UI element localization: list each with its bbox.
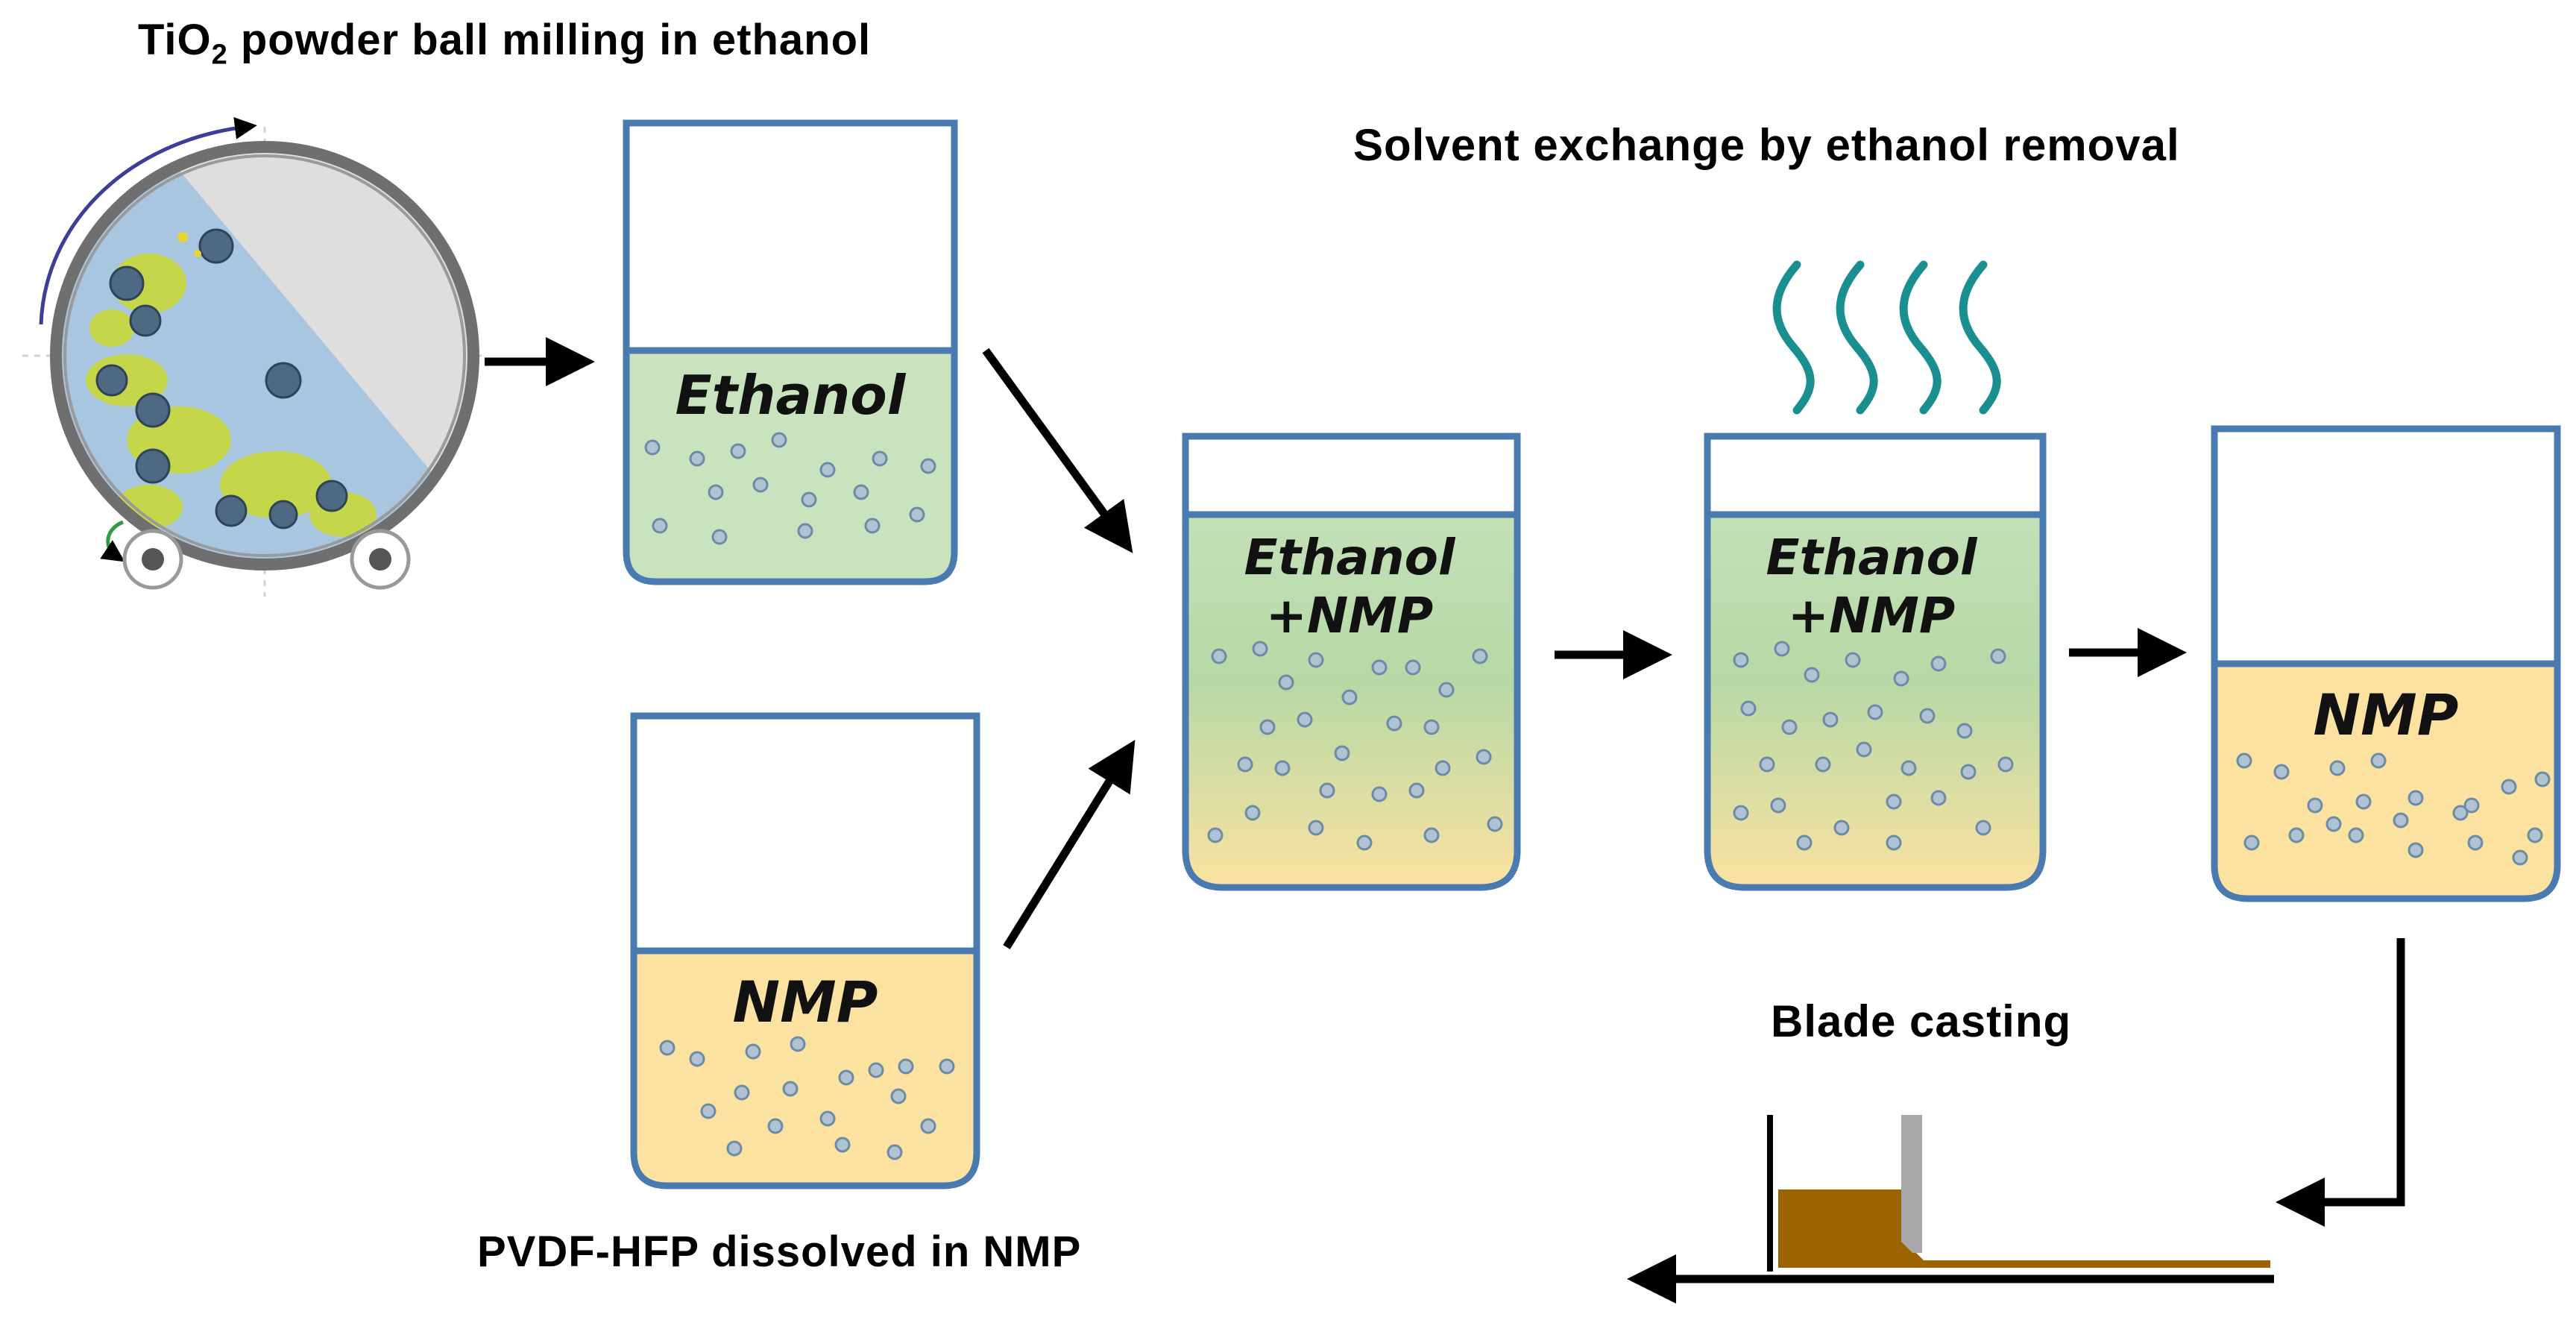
beaker-nmp-final: NMP — [2211, 425, 2561, 902]
nmp-label: NMP — [733, 969, 878, 1035]
casting-blade — [1901, 1115, 1922, 1253]
vapor-waves — [1772, 260, 2001, 415]
evap-label-line2: +NMP — [1788, 587, 1956, 644]
cast-film — [1905, 1242, 2270, 1268]
caption-tio-text: TiO — [138, 16, 212, 64]
arrow-nmp-to-mix — [1003, 739, 1136, 949]
nmp-final-label: NMP — [2314, 682, 2459, 748]
mix-label-line1: Ethanol — [1244, 529, 1455, 586]
arrow-ethanol-to-mix — [982, 348, 1133, 553]
casting-wall — [1767, 1115, 1773, 1272]
cast-slurry — [1778, 1189, 1905, 1268]
arrow-nmp-to-casting — [2276, 938, 2405, 1227]
solvent-exchange-caption: Solvent exchange by ethanol removal — [1353, 120, 2180, 170]
caption-subscript: 2 — [211, 39, 228, 71]
ball-mill — [22, 116, 485, 597]
beaker-mix: Ethanol +NMP — [1182, 433, 1521, 891]
flow-arrows — [485, 337, 2405, 1304]
blade-casting-apparatus — [1767, 1115, 2270, 1272]
evap-label-line1: Ethanol — [1766, 529, 1977, 586]
beaker-evaporating: Ethanol +NMP — [1704, 260, 2047, 891]
ethanol-label: Ethanol — [676, 364, 907, 427]
mix-label-line2: +NMP — [1266, 587, 1434, 644]
ball-milling-caption: TiO2 powder ball milling in ethanol — [138, 15, 871, 72]
beaker-pvdf-nmp: NMP — [630, 712, 980, 1189]
beaker-ethanol: Ethanol — [623, 119, 958, 585]
pvdf-caption: PVDF-HFP dissolved in NMP — [477, 1228, 1082, 1276]
blade-casting-caption: Blade casting — [1771, 996, 2072, 1046]
caption-rest-text: powder ball milling in ethanol — [227, 16, 872, 64]
